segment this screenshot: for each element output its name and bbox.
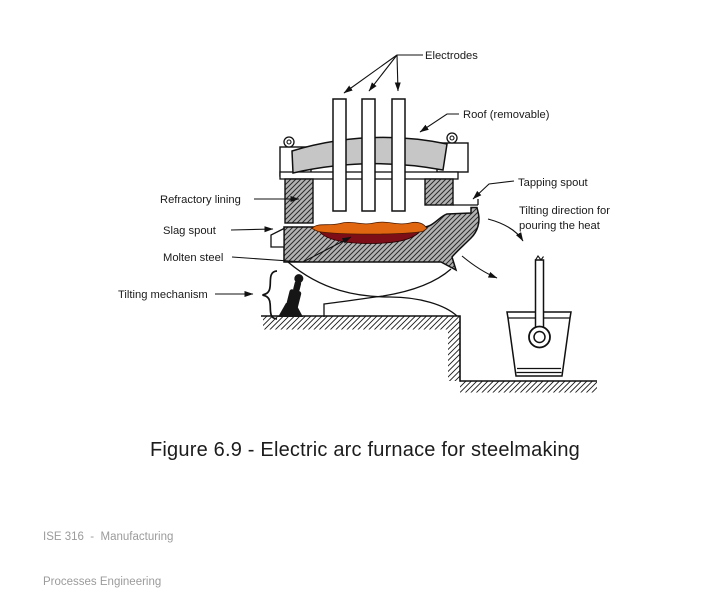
electrodes-arrow-3 — [394, 54, 401, 92]
electrodes-arrow-1 — [343, 54, 398, 94]
electrodes-group — [332, 98, 406, 212]
rocker-curve-left — [287, 261, 458, 317]
refractory-wall-left — [284, 178, 314, 224]
leader-lines — [215, 54, 524, 297]
ladle — [506, 255, 572, 377]
molten-steel-arrow — [231, 236, 352, 263]
electrode-1 — [332, 98, 347, 212]
tilt-direction-arc-upper — [487, 218, 524, 242]
ground-upper-hatch — [263, 316, 460, 330]
footer-line-2: Processes Engineering — [43, 576, 162, 588]
slag-layer — [311, 221, 428, 235]
slag-spout-notch — [270, 227, 285, 248]
rod-break-mark — [535, 255, 544, 261]
label-molten-steel: Molten steel — [163, 252, 223, 264]
refractory-wall-right — [424, 178, 454, 206]
ladle-hook-rod — [534, 259, 545, 331]
label-roof: Roof (removable) — [463, 109, 550, 121]
rocker-bottom — [287, 261, 458, 317]
label-electrodes: Electrodes — [425, 50, 478, 62]
label-tilting-mechanism: Tilting mechanism — [118, 289, 208, 301]
ground-lower-hatch — [460, 381, 597, 393]
tilting-cylinder — [278, 274, 304, 317]
diagram-labels: Electrodes Roof (removable) Refractory l… — [118, 50, 610, 301]
electrode-2 — [361, 98, 376, 212]
label-tilting-direction-1: Tilting direction for — [519, 205, 610, 217]
rocker-curve-right — [323, 268, 452, 317]
label-slag-spout: Slag spout — [163, 225, 217, 237]
spout-opening-edge — [453, 199, 479, 206]
tilt-direction-arc-lower — [461, 255, 498, 279]
roof-arrow — [419, 113, 459, 133]
electrode-3 — [391, 98, 406, 212]
figure-caption: Figure 6.9 - Electric arc furnace for st… — [150, 439, 580, 461]
brace — [262, 270, 278, 320]
tapping-spout-arrow — [472, 180, 515, 200]
furnace-diagram: Electrodes Roof (removable) Refractory l… — [118, 50, 610, 393]
pit-wall-hatch — [448, 316, 460, 381]
label-tapping-spout: Tapping spout — [518, 177, 589, 189]
ground — [261, 315, 597, 393]
slide: Electrodes Roof (removable) Refractory l… — [43, 50, 610, 588]
label-tilting-direction-2: pouring the heat — [519, 220, 601, 232]
footer-line-1: ISE 316 - Manufacturing — [43, 531, 174, 543]
cylinder-foot — [278, 303, 303, 317]
slide-footer: ISE 316 - Manufacturing Processes Engine… — [43, 500, 173, 605]
ground-profile-line — [261, 315, 597, 382]
slag-spout-arrow — [230, 226, 274, 233]
label-refractory-lining: Refractory lining — [160, 194, 241, 206]
electrodes-arrow-2 — [368, 54, 398, 92]
